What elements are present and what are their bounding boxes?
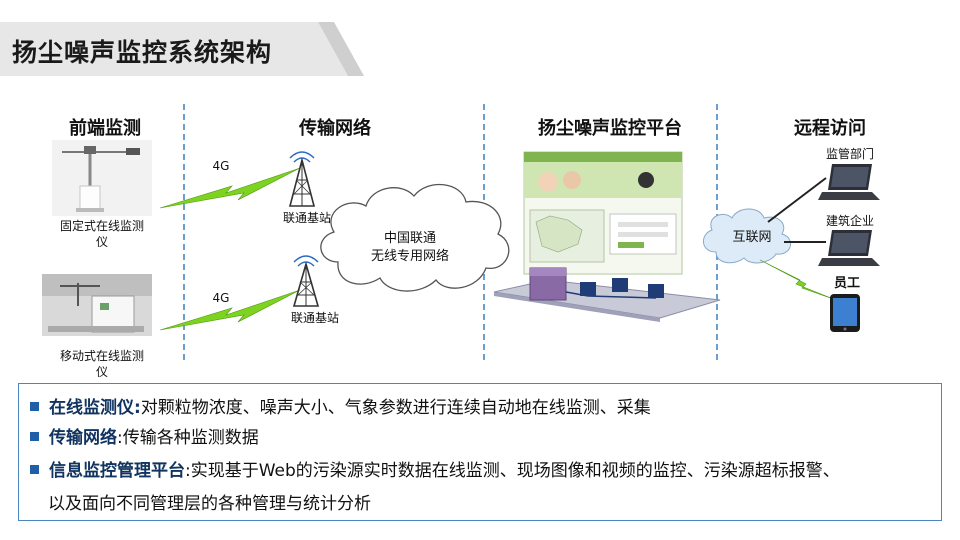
client-enterprise-label: 建筑企业 <box>825 214 874 228</box>
base-station-tower-bottom <box>292 255 320 307</box>
info-line-platform: 信息监控管理平台:实现基于Web的污染源实时数据在线监测、现场图像和视频的监控、… <box>30 456 840 481</box>
base-station-tower-top <box>288 151 316 207</box>
info-line-monitor: 在线监测仪:对颗粒物浓度、噪声大小、气象参数进行连续自动地在线监测、采集 <box>30 393 651 418</box>
heading-monitoring-platform: 扬尘噪声监控平台 <box>538 118 682 139</box>
info-line-platform-cont: 以及面向不同管理层的各种管理与统计分析 <box>48 494 371 514</box>
heading-transmission-network: 传输网络 <box>299 118 371 139</box>
station-bottom-label: 联通基站 <box>290 311 339 325</box>
link-regulator <box>767 177 827 223</box>
link-top-label: 4G <box>212 159 230 173</box>
laptop-regulator <box>818 164 880 200</box>
divider-1 <box>183 104 185 360</box>
architecture-diagram <box>42 140 880 336</box>
bullet-square-icon <box>30 465 39 474</box>
fixed-monitor-label: 固定式在线监测仪 <box>59 219 144 249</box>
wireless-link-bottom-bolt <box>159 289 301 331</box>
info-line-network: 传输网络:传输各种监测数据 <box>30 423 259 448</box>
heading-front-monitoring: 前端监测 <box>69 118 141 139</box>
platform-screenshot <box>523 151 683 275</box>
link-bottom-label: 4G <box>212 291 230 305</box>
mobile-monitor-device <box>42 274 152 336</box>
phone-employee <box>830 294 860 332</box>
station-top-label: 联通基站 <box>282 211 331 225</box>
bullet-square-icon <box>30 402 39 411</box>
bullet-square-icon <box>30 432 39 441</box>
mobile-monitor-label: 移动式在线监测仪 <box>59 349 144 379</box>
title-banner <box>0 22 364 76</box>
page-title: 扬尘噪声监控系统架构 <box>12 38 273 67</box>
server-network-platform <box>493 267 721 322</box>
wireless-link-top-bolt <box>159 167 301 209</box>
heading-remote-access: 远程访问 <box>794 118 866 139</box>
fixed-monitor-device <box>52 140 152 216</box>
internet-label: 互联网 <box>732 230 772 245</box>
cloud-label: 中国联通无线专用网络 <box>370 231 449 264</box>
client-employee-label: 员工 <box>833 276 860 291</box>
client-regulator-label: 监管部门 <box>825 147 874 161</box>
description-box <box>18 383 942 521</box>
laptop-enterprise <box>818 230 880 266</box>
carrier-network-cloud <box>320 183 510 292</box>
